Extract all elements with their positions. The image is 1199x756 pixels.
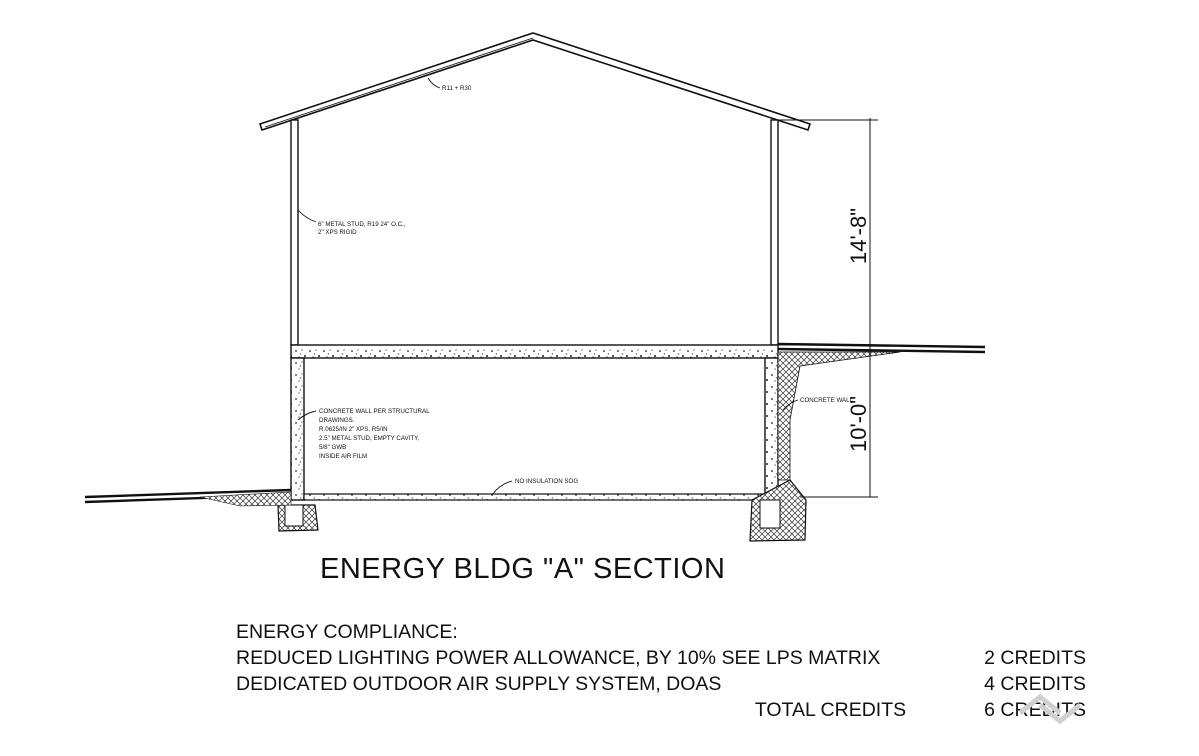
roof	[258, 32, 812, 132]
note-wall-lower-3: R.0625/IN 2" XPS, R5/IN	[319, 426, 388, 433]
compliance-item-credits: 4 CREDITS	[984, 673, 1086, 695]
note-wall-upper-1: 6" METAL STUD, R19 24" O.C.,	[318, 221, 406, 228]
total-credits-value: 6 CREDITS	[984, 699, 1086, 721]
dimension-lines: 14'-8" 10'-0"	[778, 118, 878, 498]
note-wall-lower-1: CONCRETE WALL PER STRUCTURAL	[319, 408, 430, 415]
note-roof: R11 + R30	[442, 85, 472, 92]
compliance-item-label: REDUCED LIGHTING POWER ALLOWANCE, BY 10%…	[236, 647, 881, 669]
grade-lines	[84, 342, 986, 507]
compliance-item-credits: 2 CREDITS	[984, 647, 1086, 669]
note-wall-lower-6: INSIDE AIR FILM	[319, 453, 367, 460]
dimension-upper: 14'-8"	[846, 208, 871, 264]
note-concrete-wall: CONCRETE WALL	[800, 397, 854, 404]
upper-walls	[290, 119, 779, 346]
note-wall-lower-2: DRAWINGS.	[319, 417, 355, 424]
annotations: R11 + R30 6" METAL STUD, R19 24" O.C., 2…	[297, 77, 854, 496]
compliance-total-row: TOTAL CREDITS 6 CREDITS	[236, 697, 1086, 723]
compliance-heading-row: ENERGY COMPLIANCE:	[236, 619, 1086, 645]
note-wall-upper-2: 2" XPS RIGID	[318, 229, 357, 236]
energy-compliance-block: ENERGY COMPLIANCE: REDUCED LIGHTING POWE…	[236, 619, 1086, 723]
section-title: ENERGY BLDG "A" SECTION	[320, 553, 725, 585]
compliance-heading: ENERGY COMPLIANCE:	[236, 621, 458, 643]
note-wall-lower-4: 2.5" METAL STUD, EMPTY CAVITY,	[319, 435, 419, 442]
total-credits-label: TOTAL CREDITS	[754, 699, 907, 721]
compliance-item-row: DEDICATED OUTDOOR AIR SUPPLY SYSTEM, DOA…	[236, 671, 1086, 697]
footings	[277, 479, 807, 542]
note-wall-lower-5: 5/8" GWB	[319, 444, 346, 451]
note-slab: NO INSULATION SOG	[515, 478, 578, 485]
compliance-item-label: DEDICATED OUTDOOR AIR SUPPLY SYSTEM, DOA…	[236, 673, 722, 695]
watermark-icon	[1018, 693, 1080, 725]
floor-slab	[290, 344, 779, 359]
compliance-item-row: REDUCED LIGHTING POWER ALLOWANCE, BY 10%…	[236, 645, 1086, 671]
dimension-lower: 10'-0"	[846, 396, 871, 452]
slab-on-grade	[303, 493, 766, 501]
